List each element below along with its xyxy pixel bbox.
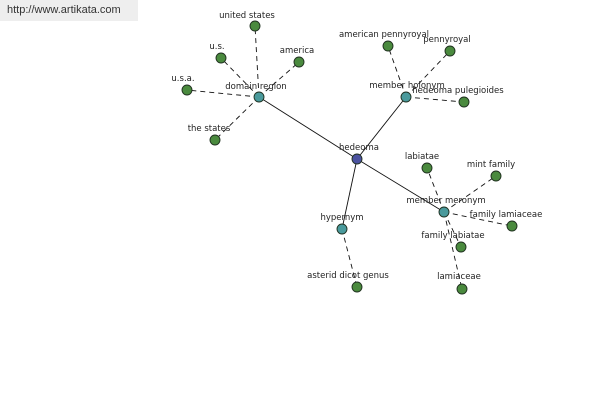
edge-member-meronym-to-family-labiatae	[443, 211, 462, 248]
node-label: u.s.	[209, 42, 224, 52]
node-dot[interactable]	[351, 153, 363, 165]
node-dot[interactable]	[215, 52, 227, 64]
node-dot[interactable]	[293, 56, 305, 68]
edge-domain-region-to-united-states	[254, 25, 260, 98]
node-label: america	[280, 46, 314, 56]
node-united-states[interactable]: united states	[219, 11, 275, 32]
edge-hedeoma-to-hypernym	[341, 158, 358, 230]
node-dot[interactable]	[249, 20, 261, 32]
edge-member-holonym-to-pennyroyal	[405, 50, 451, 98]
edge-member-holonym-to-american-pennyroyal	[387, 45, 407, 98]
node-mint-family[interactable]: mint family	[467, 160, 515, 182]
node-dot[interactable]	[444, 45, 456, 57]
node-hedeoma[interactable]: hedeoma	[339, 143, 379, 165]
watermark-link[interactable]: http://www.artikata.com	[0, 0, 138, 21]
node-dot[interactable]	[382, 40, 394, 52]
node-label: member holonym	[369, 81, 444, 91]
node-member-holonym[interactable]: member holonym	[369, 81, 445, 103]
edge-hedeoma-to-member-meronym	[356, 158, 445, 213]
node-label: american pennyroyal	[339, 30, 429, 40]
node-the-states[interactable]: the states	[188, 124, 231, 146]
node-hedeoma-pulegioides[interactable]: hedeoma pulegioides	[412, 86, 504, 108]
node-label: hypernym	[320, 213, 363, 223]
edge-member-meronym-to-family-lamiaceae	[443, 211, 513, 227]
node-dot[interactable]	[438, 206, 450, 218]
node-lamiaceae[interactable]: lamiaceae	[437, 272, 481, 295]
node-family-labiatae[interactable]: family labiatae	[421, 231, 485, 253]
node-dot[interactable]	[490, 170, 502, 182]
node-dot[interactable]	[458, 96, 470, 108]
edge-domain-region-to-the-states	[214, 96, 260, 141]
edge-domain-region-to-us	[220, 57, 260, 98]
node-label: hedeoma pulegioides	[412, 86, 504, 96]
node-label: domain region	[225, 82, 286, 92]
node-dot[interactable]	[400, 91, 412, 103]
edge-hedeoma-to-member-holonym	[356, 96, 407, 160]
node-label: u.s.a.	[171, 74, 194, 84]
edge-hypernym-to-asterid-dicot-genus	[341, 228, 358, 288]
node-asterid-dicot-genus[interactable]: asterid dicot genus	[307, 271, 389, 293]
node-label: labiatae	[405, 152, 439, 162]
edge-member-meronym-to-labiatae	[426, 167, 445, 213]
node-label: mint family	[467, 160, 515, 170]
node-label: the states	[188, 124, 231, 134]
edge-domain-region-to-usa	[186, 89, 260, 98]
node-dot[interactable]	[209, 134, 221, 146]
node-usa[interactable]: u.s.a.	[171, 74, 195, 96]
node-domain-region[interactable]: domain region	[225, 82, 287, 103]
graph-edges	[186, 25, 513, 290]
edge-member-meronym-to-mint-family	[443, 175, 497, 213]
node-us[interactable]: u.s.	[209, 42, 227, 64]
node-dot[interactable]	[421, 162, 433, 174]
node-labiatae[interactable]: labiatae	[405, 152, 439, 174]
node-dot[interactable]	[336, 223, 348, 235]
node-dot[interactable]	[456, 283, 468, 295]
node-label: pennyroyal	[423, 35, 471, 45]
edge-member-meronym-to-lamiaceae	[443, 211, 463, 290]
node-dot[interactable]	[253, 91, 265, 103]
node-label: lamiaceae	[437, 272, 481, 282]
edge-member-holonym-to-hedeoma-pulegioides	[405, 96, 465, 103]
node-label: hedeoma	[339, 143, 379, 153]
node-america[interactable]: america	[280, 46, 314, 68]
node-dot[interactable]	[351, 281, 363, 293]
node-pennyroyal[interactable]: pennyroyal	[423, 35, 471, 57]
node-label: family labiatae	[421, 231, 484, 241]
graph-nodes: hedeoma domain region member holonym member…	[171, 11, 543, 295]
node-label: member meronym	[406, 196, 485, 206]
node-dot[interactable]	[506, 220, 518, 232]
node-member-meronym[interactable]: member meronym	[406, 196, 486, 218]
node-hypernym[interactable]: hypernym	[320, 213, 364, 235]
node-label: family lamiaceae	[470, 210, 543, 220]
node-dot[interactable]	[181, 84, 193, 96]
node-label: asterid dicot genus	[307, 271, 389, 281]
edge-hedeoma-to-domain-region	[258, 96, 358, 160]
node-american-pennyroyal[interactable]: american pennyroyal	[339, 30, 429, 52]
node-dot[interactable]	[455, 241, 467, 253]
node-label: united states	[219, 11, 275, 21]
node-family-lamiaceae[interactable]: family lamiaceae	[470, 210, 543, 232]
